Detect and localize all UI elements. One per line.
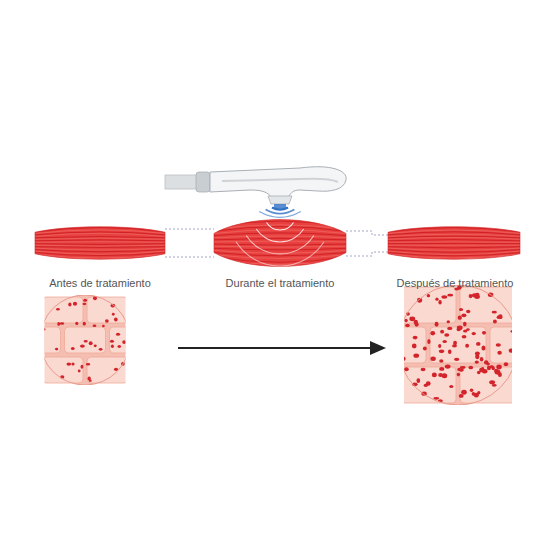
muscle-bundle xyxy=(388,221,520,264)
tissue-section xyxy=(45,295,126,385)
shockwave-handpiece xyxy=(165,167,346,204)
guide-line xyxy=(346,252,388,256)
emission-waves xyxy=(259,204,301,217)
muscle-bundle xyxy=(214,213,346,274)
stage-caption: Después de tratamiento xyxy=(397,277,514,290)
tissue-section xyxy=(404,285,512,405)
progress-arrow xyxy=(178,341,386,355)
guide-line xyxy=(165,257,214,258)
guide-line xyxy=(346,231,388,235)
wave-arcs xyxy=(236,223,324,266)
stage-caption: Antes de tratamiento xyxy=(49,277,151,290)
muscle-bundle xyxy=(35,222,165,264)
stage-caption: Durante el tratamiento xyxy=(226,277,335,290)
guide-line xyxy=(165,229,214,230)
